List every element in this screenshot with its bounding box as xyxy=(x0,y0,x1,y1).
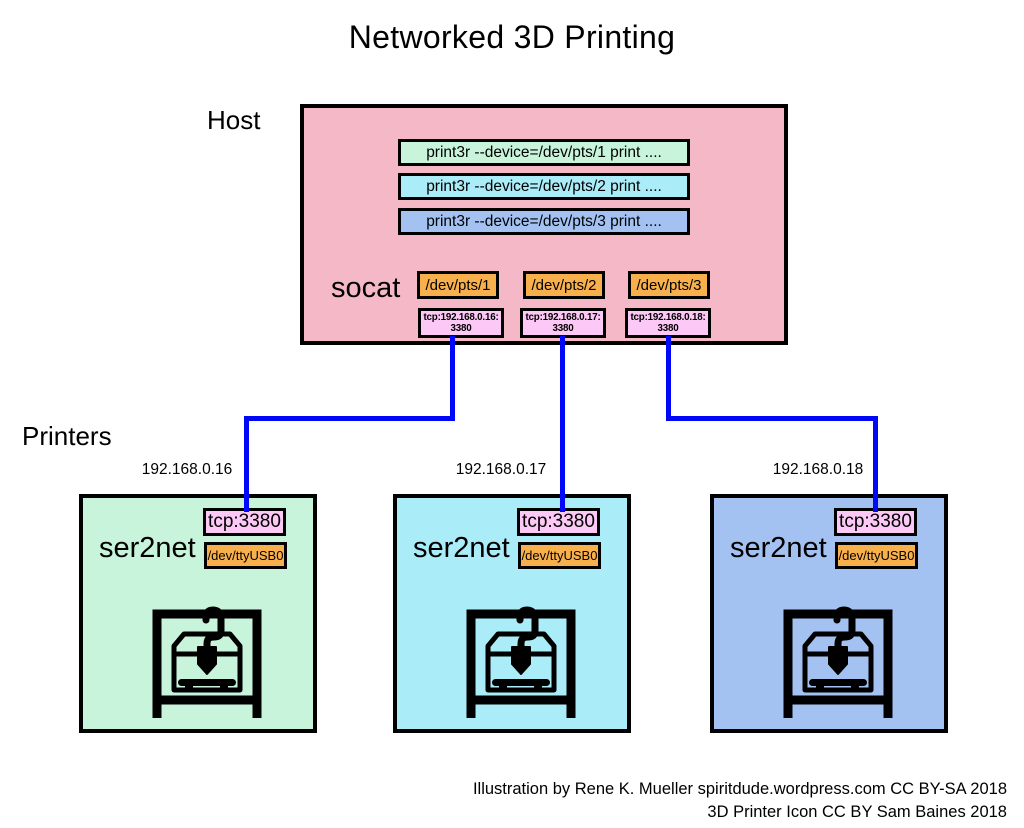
connection-line-2-vertical xyxy=(560,336,565,512)
printer-box-1: ser2net tcp:3380 /dev/ttyUSB0 xyxy=(79,494,317,733)
print3r-command-3: print3r --device=/dev/pts/3 print .... xyxy=(398,208,690,235)
print3r-command-1: print3r --device=/dev/pts/1 print .... xyxy=(398,139,690,166)
printers-section-label: Printers xyxy=(22,421,112,451)
tcp-endpoint-3-port: 3380 xyxy=(657,323,679,334)
pts-port-3: /dev/pts/3 xyxy=(628,271,710,299)
printer-3d-icon xyxy=(783,606,893,718)
printer-1-ip: 192.168.0.16 xyxy=(141,461,233,478)
printer-1-tcp-port: tcp:3380 xyxy=(203,508,286,536)
printer-3-ip: 192.168.0.18 xyxy=(772,461,864,478)
printer-3-device: /dev/ttyUSB0 xyxy=(835,542,918,569)
printer-1-service-label: ser2net xyxy=(99,532,196,564)
tcp-endpoint-2-port: 3380 xyxy=(552,323,574,334)
connection-line-3-horizontal xyxy=(666,416,878,421)
diagram-title: Networked 3D Printing xyxy=(348,19,676,55)
tcp-endpoint-3-address: tcp:192.168.0.18: xyxy=(630,312,706,323)
connection-line-3-vertical-bottom xyxy=(873,416,878,512)
printer-3d-icon xyxy=(466,606,576,718)
tcp-endpoint-1-address: tcp:192.168.0.16: xyxy=(423,312,499,323)
tcp-endpoint-3: tcp:192.168.0.18: 3380 xyxy=(625,308,711,338)
tcp-endpoint-1: tcp:192.168.0.16: 3380 xyxy=(418,308,504,338)
host-box: print3r --device=/dev/pts/1 print .... p… xyxy=(300,104,788,345)
printer-box-3: ser2net tcp:3380 /dev/ttyUSB0 xyxy=(710,494,948,733)
socat-label: socat xyxy=(331,272,401,304)
tcp-endpoint-1-port: 3380 xyxy=(450,323,472,334)
connection-line-1-vertical-bottom xyxy=(244,416,249,512)
connection-line-3-vertical-top xyxy=(666,336,671,420)
printer-3-service-label: ser2net xyxy=(730,532,827,564)
pts-port-2: /dev/pts/2 xyxy=(523,271,605,299)
printer-2-device: /dev/ttyUSB0 xyxy=(518,542,601,569)
printer-box-2: ser2net tcp:3380 /dev/ttyUSB0 xyxy=(393,494,631,733)
attribution-line-1: Illustration by Rene K. Mueller spiritdu… xyxy=(472,780,1007,798)
printer-2-ip: 192.168.0.17 xyxy=(455,461,547,478)
printer-2-tcp-port: tcp:3380 xyxy=(517,508,600,536)
tcp-endpoint-2-address: tcp:192.168.0.17: xyxy=(525,312,601,323)
connection-line-1-horizontal xyxy=(244,416,455,421)
print3r-command-2: print3r --device=/dev/pts/2 print .... xyxy=(398,173,690,200)
printer-1-device: /dev/ttyUSB0 xyxy=(204,542,287,569)
connection-line-1-vertical-top xyxy=(450,336,455,420)
tcp-endpoint-2: tcp:192.168.0.17: 3380 xyxy=(520,308,606,338)
printer-3d-icon xyxy=(152,606,262,718)
pts-port-1: /dev/pts/1 xyxy=(417,271,499,299)
printer-3-tcp-port: tcp:3380 xyxy=(834,508,917,536)
host-section-label: Host xyxy=(207,105,261,135)
printer-2-service-label: ser2net xyxy=(413,532,510,564)
attribution-line-2: 3D Printer Icon CC BY Sam Baines 2018 xyxy=(707,803,1007,821)
